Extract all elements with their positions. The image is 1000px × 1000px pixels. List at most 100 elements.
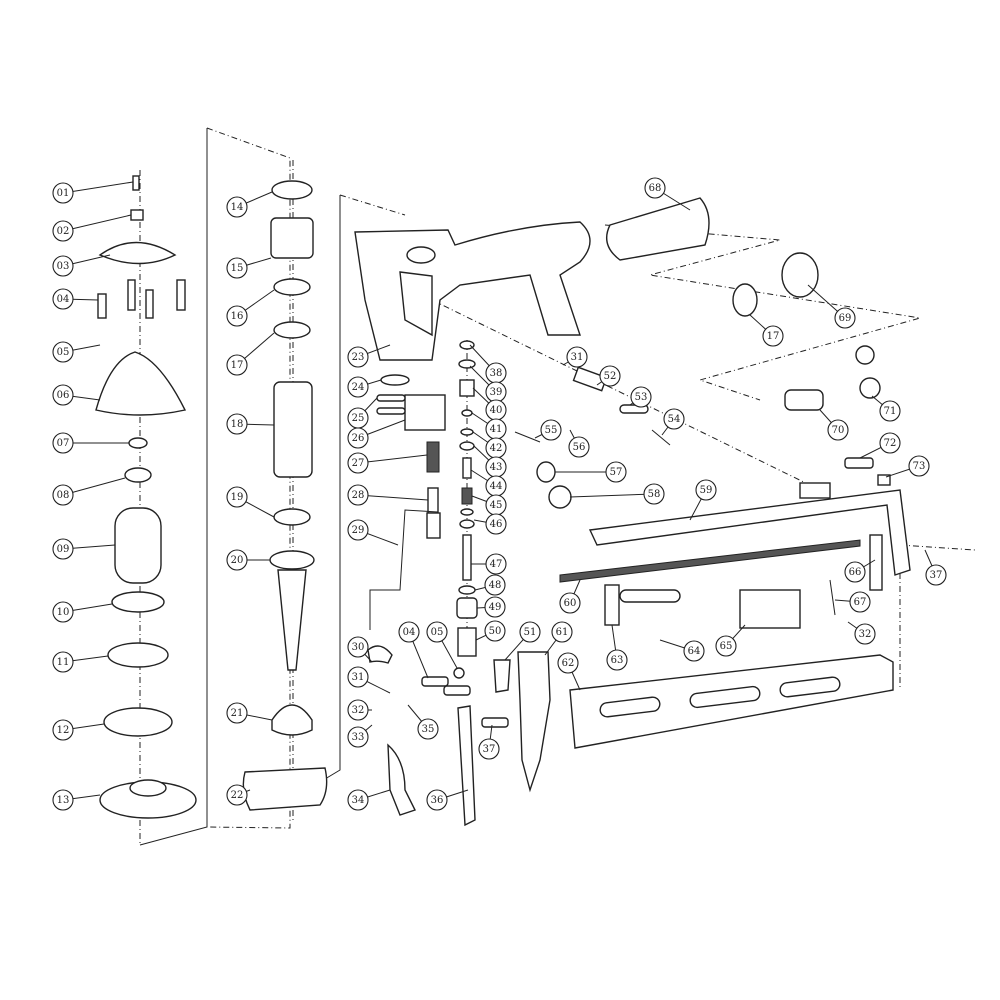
callout-number: 66 (849, 567, 862, 578)
callout-circle (226, 784, 248, 806)
callout-17: 17 (749, 314, 784, 347)
callout-circle (347, 519, 369, 541)
callout-41: 41 (471, 412, 507, 440)
callout-number: 34 (352, 795, 365, 806)
callout-circle (643, 483, 665, 505)
callout-number: 26 (352, 433, 365, 444)
callout-circle (52, 789, 74, 811)
callout-number: 18 (231, 419, 244, 430)
callout-37: 37 (924, 549, 947, 586)
callout-number: 39 (490, 387, 503, 398)
callout-number: 37 (483, 744, 496, 755)
callout-circle (347, 376, 369, 398)
callout-circle (695, 479, 717, 501)
callout-circle (551, 621, 573, 643)
callout-circle (52, 288, 74, 310)
callout-circle (226, 413, 248, 435)
callout-number: 45 (490, 500, 503, 511)
callout-circle (226, 196, 248, 218)
callout-circle (347, 699, 369, 721)
callout-circle (52, 484, 74, 506)
callout-04: 04 (398, 621, 429, 679)
callout-51: 51 (504, 621, 541, 661)
callout-circle (484, 596, 506, 618)
callout-number: 46 (490, 519, 503, 530)
callout-circle (347, 666, 369, 688)
callout-number: 36 (431, 795, 444, 806)
callout-circle (226, 257, 248, 279)
callout-21: 21 (226, 702, 273, 724)
callout-70: 70 (819, 409, 849, 441)
callout-number: 70 (832, 425, 845, 436)
callout-number: 65 (720, 641, 733, 652)
callout-circle (559, 592, 581, 614)
callout-number: 62 (562, 658, 575, 669)
callout-58: 58 (569, 483, 665, 505)
callout-number: 48 (489, 580, 502, 591)
callout-10: 10 (52, 601, 113, 623)
callout-circle (568, 436, 590, 458)
callout-number: 16 (231, 311, 244, 322)
callout-circle (347, 427, 369, 449)
callout-62: 62 (557, 652, 581, 691)
handle-parts (514, 197, 891, 509)
callout-circle (347, 452, 369, 474)
callout-25: 25 (347, 397, 378, 429)
callout-circle (557, 652, 579, 674)
callout-circle (908, 455, 930, 477)
callout-number: 68 (649, 183, 662, 194)
callout-number: 52 (604, 371, 617, 382)
callout-14: 14 (226, 191, 273, 218)
callout-number: 23 (352, 352, 365, 363)
callout-number: 21 (231, 708, 244, 719)
callout-number: 04 (57, 294, 70, 305)
callout-number: 17 (767, 331, 780, 342)
callout-48: 48 (474, 574, 506, 596)
callout-06: 06 (52, 384, 101, 406)
callout-66: 66 (844, 559, 876, 583)
callout-number: 28 (352, 490, 365, 501)
callout-number: 57 (610, 467, 623, 478)
callout-09: 09 (52, 538, 116, 560)
callout-circle (854, 623, 876, 645)
callout-72: 72 (859, 432, 901, 459)
callout-57: 57 (555, 461, 627, 483)
callout-number: 58 (648, 489, 661, 500)
callout-circle (52, 601, 74, 623)
trigger-group (387, 651, 551, 827)
callout-number: 22 (231, 790, 244, 801)
callout-number: 71 (884, 406, 897, 417)
callout-35: 35 (407, 704, 439, 740)
callout-number: 50 (489, 626, 502, 637)
callout-circle (347, 726, 369, 748)
callout-number: 20 (231, 555, 244, 566)
callout-36: 36 (426, 789, 469, 811)
callout-number: 37 (930, 570, 943, 581)
callout-number: 40 (490, 405, 503, 416)
callout-number: 10 (57, 607, 70, 618)
callout-circle (663, 408, 685, 430)
callout-number: 14 (231, 202, 244, 213)
callout-54: 54 (661, 408, 685, 436)
valve-stack (456, 340, 478, 657)
callout-69: 69 (807, 284, 856, 329)
callout-circle (52, 651, 74, 673)
callout-circle (566, 346, 588, 368)
callout-circle (417, 718, 439, 740)
callout-circle (519, 621, 541, 643)
callout-circle (844, 561, 866, 583)
callout-number: 60 (564, 598, 577, 609)
callout-number: 25 (352, 413, 365, 424)
callout-67: 67 (834, 591, 871, 613)
callout-number: 03 (57, 261, 70, 272)
callout-number: 69 (839, 313, 852, 324)
callout-55: 55 (534, 419, 562, 441)
callout-number: 29 (352, 525, 365, 536)
callout-number: 42 (490, 443, 503, 454)
callout-labels: 0102030405060708091011121314151617181920… (52, 177, 947, 811)
callout-46: 46 (473, 513, 507, 535)
callout-number: 73 (913, 461, 926, 472)
callout-circle (226, 354, 248, 376)
leader-line (62, 214, 132, 232)
callout-number: 56 (573, 442, 586, 453)
